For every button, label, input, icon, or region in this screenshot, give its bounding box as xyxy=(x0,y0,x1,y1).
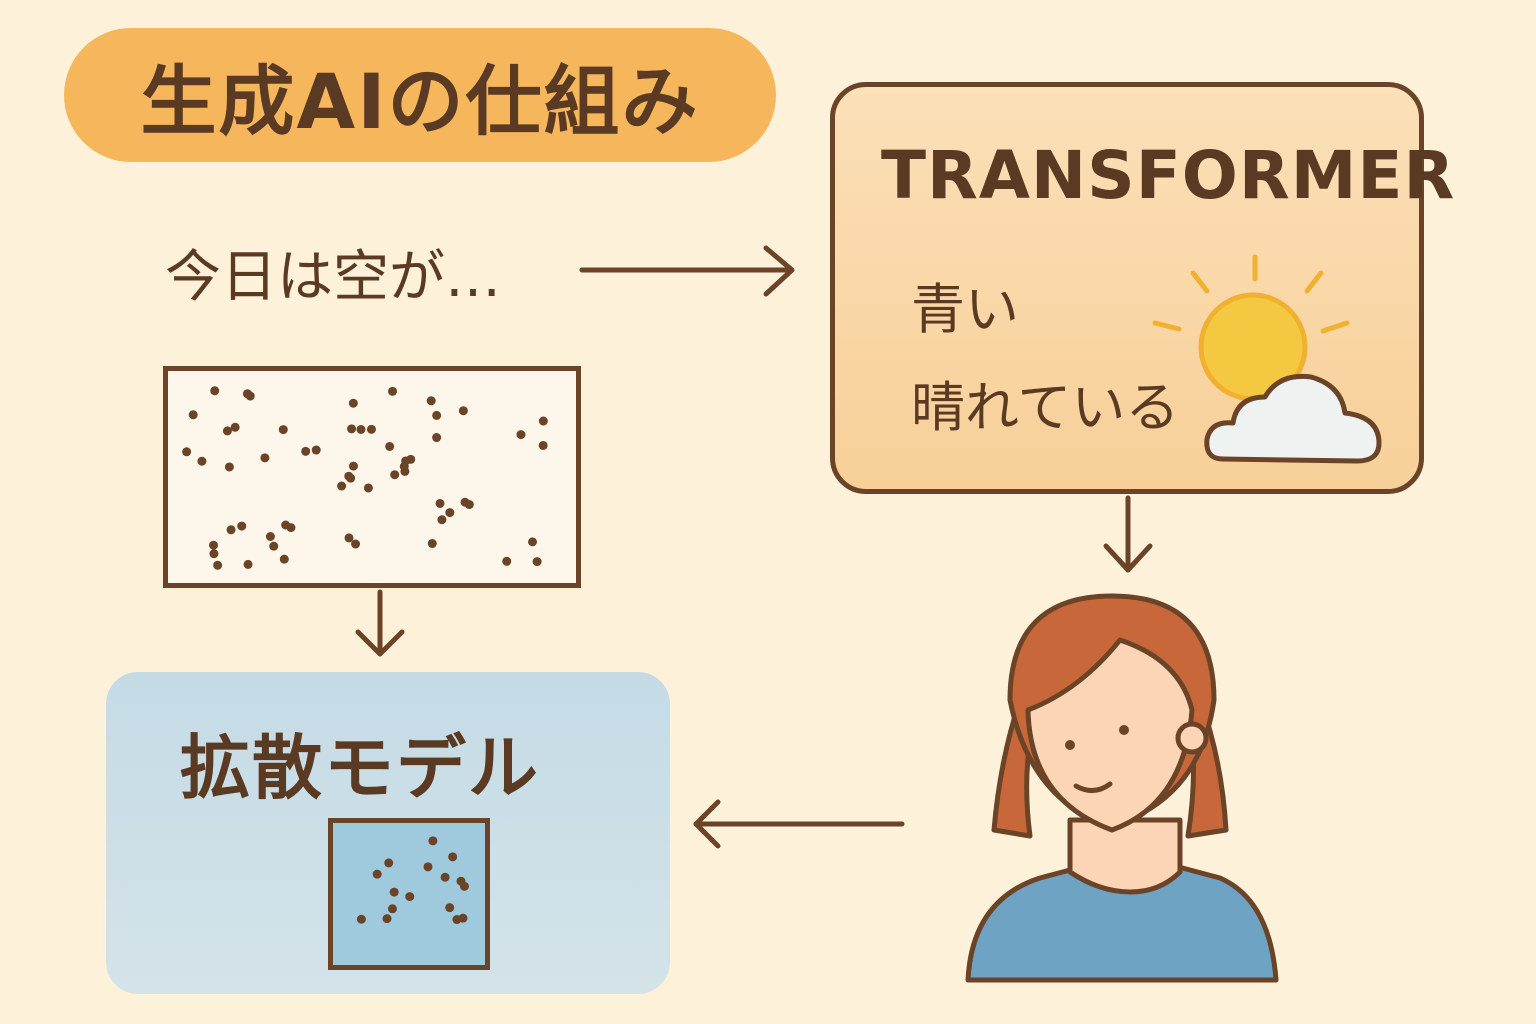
noise-dot xyxy=(440,872,450,882)
noise-dot xyxy=(388,386,398,396)
noise-dot xyxy=(209,549,219,559)
noise-dot xyxy=(269,541,279,551)
noise-dot xyxy=(385,441,395,451)
noise-dot xyxy=(502,556,512,566)
noise-dot xyxy=(426,396,436,406)
noise-dot xyxy=(459,881,469,891)
noise-dot xyxy=(243,559,253,569)
noise-dot xyxy=(182,447,192,457)
noise-dot xyxy=(281,520,291,530)
noise-dot xyxy=(222,426,232,436)
noise-dot xyxy=(197,456,207,466)
noise-dot xyxy=(432,433,442,443)
noise-dot xyxy=(363,483,373,493)
noise-dot xyxy=(389,887,399,897)
noise-dot xyxy=(427,539,437,549)
noise-dot xyxy=(230,422,240,432)
transformer-box: TRANSFORMER 青い 晴れている xyxy=(830,82,1454,494)
noise-dot xyxy=(538,416,548,426)
noise-dot xyxy=(538,440,548,450)
noise-dot xyxy=(242,389,252,399)
noise-dot xyxy=(278,425,288,435)
title-pill: 生成AIの仕組み xyxy=(64,28,776,162)
noise-dot xyxy=(224,462,234,472)
noise-dot xyxy=(237,521,247,531)
noise-dot xyxy=(390,470,400,480)
noise-dot xyxy=(372,869,382,879)
arrow-noise-to-diffusion xyxy=(355,589,405,657)
arrow-transformer-to-person xyxy=(1103,495,1153,573)
noise-dot xyxy=(445,508,455,518)
noise-dot xyxy=(279,554,289,564)
diffusion-label: 拡散モデル xyxy=(180,727,540,809)
noise-dot xyxy=(532,557,542,567)
arrow-person-to-diffusion xyxy=(693,799,905,849)
noise-dot xyxy=(188,410,198,420)
noise-dot xyxy=(458,406,468,416)
noise-dot xyxy=(406,454,416,464)
noise-dot xyxy=(437,515,447,525)
noise-dot xyxy=(344,471,354,481)
diagram-title: 生成AIの仕組み xyxy=(140,57,700,146)
noise-dot xyxy=(351,539,361,549)
person-illustration xyxy=(965,593,1279,983)
noise-dot xyxy=(356,424,366,434)
noise-dot xyxy=(344,533,354,543)
candidate-word-2: 晴れている xyxy=(911,376,1180,439)
noise-dot xyxy=(260,453,270,463)
noise-dot xyxy=(448,852,458,862)
noise-dot xyxy=(265,531,275,541)
noise-dot xyxy=(348,398,358,408)
transformer-label: TRANSFORMER xyxy=(881,137,1456,214)
noise-dot xyxy=(347,424,357,434)
noise-dot xyxy=(384,858,394,868)
noise-dot xyxy=(311,445,321,455)
noise-dot xyxy=(400,466,410,476)
noise-dot xyxy=(435,498,445,508)
noise-dot xyxy=(432,410,442,420)
noise-dot xyxy=(445,903,455,913)
noise-dot xyxy=(348,461,358,471)
generated-image xyxy=(328,818,490,970)
noise-dot xyxy=(366,424,376,434)
noise-dot xyxy=(209,540,219,550)
noise-dot xyxy=(452,915,462,925)
noise-dot xyxy=(301,446,311,456)
noise-dot xyxy=(516,430,526,440)
sun-cloud-icon xyxy=(1152,254,1382,464)
noise-dot xyxy=(428,836,438,846)
diffusion-model-box: 拡散モデル xyxy=(106,672,670,994)
candidate-word-1: 青い xyxy=(911,278,1019,341)
noise-dot xyxy=(405,892,415,902)
noise-dot xyxy=(423,862,433,872)
noise-dot xyxy=(213,560,223,570)
noise-dot xyxy=(382,914,392,924)
noise-image xyxy=(163,366,581,588)
arrow-prompt-to-transformer xyxy=(579,245,795,297)
noise-dot xyxy=(356,914,366,924)
prompt-text: 今日は空が… xyxy=(165,245,501,310)
noise-dot xyxy=(226,525,236,535)
noise-dot xyxy=(337,481,347,491)
noise-dot xyxy=(527,537,537,547)
noise-dot xyxy=(387,904,397,914)
noise-dot xyxy=(210,386,220,396)
noise-dot xyxy=(460,497,470,507)
